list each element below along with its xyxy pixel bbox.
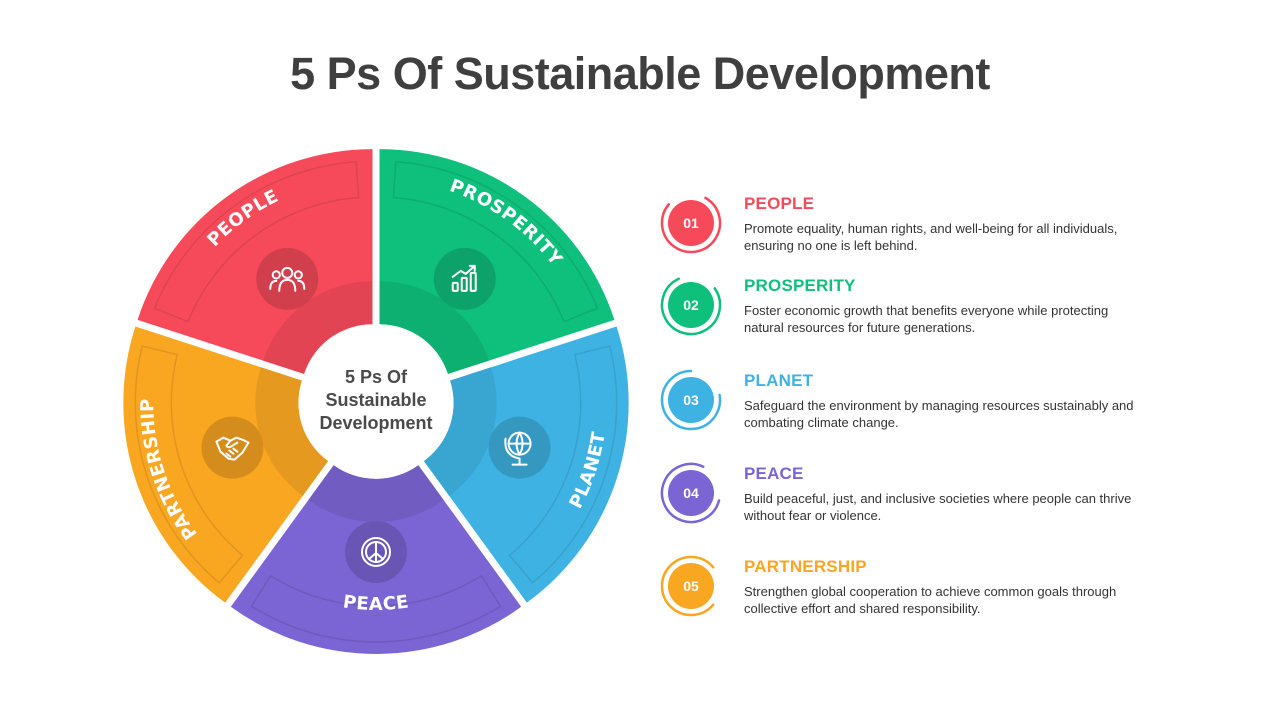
- globe-icon: [504, 431, 532, 466]
- number-badge: 03: [660, 369, 722, 431]
- legend-description: Strengthen global cooperation to achieve…: [744, 584, 1117, 616]
- badge-number: 01: [683, 215, 699, 231]
- segment-outer-band: [392, 160, 599, 323]
- badge-number: 04: [683, 485, 699, 501]
- center-label-line: Sustainable: [325, 390, 426, 410]
- segment-inner-band: [379, 281, 489, 374]
- page-title: 5 Ps Of Sustainable Development: [290, 48, 990, 99]
- segment-prosperity: PROSPERITY: [379, 149, 615, 374]
- legend-description: Promote equality, human rights, and well…: [744, 221, 1118, 253]
- legend-description: Build peaceful, just, and inclusive soci…: [744, 491, 1132, 523]
- legend-item-people: 01 PEOPLE Promote equality, human rights…: [660, 190, 1160, 260]
- center-label-line: Development: [319, 413, 432, 433]
- segment-outer-band: [250, 574, 502, 643]
- number-badge: 02: [660, 274, 722, 336]
- peace-sign-icon: [361, 536, 391, 567]
- segment-inner-band: [263, 281, 373, 374]
- legend-title: PEOPLE: [744, 194, 815, 213]
- center-circle: [300, 325, 452, 477]
- segment-label: PEACE: [342, 591, 411, 615]
- handshake-icon: [215, 436, 250, 461]
- number-badge: 01: [660, 192, 722, 254]
- badge-number: 02: [683, 297, 699, 313]
- legend-item-planet: 03 PLANET Safeguard the environment by m…: [660, 367, 1160, 437]
- segment-people: PEOPLE: [137, 149, 373, 374]
- badge-ring-icon: [660, 369, 722, 431]
- number-badge: 05: [660, 555, 722, 617]
- badge-number: 03: [683, 392, 699, 408]
- segment-outer-band: [153, 160, 360, 323]
- legend-item-peace: 04 PEACE Build peaceful, just, and inclu…: [660, 460, 1160, 530]
- badge-ring-icon: [660, 462, 721, 524]
- segment-inner-band: [423, 367, 497, 496]
- segment-peace: PEACE: [230, 465, 522, 654]
- growth-chart-icon: [451, 264, 477, 292]
- segment-outer-band: [134, 345, 244, 584]
- icon-circle: [201, 416, 264, 479]
- badge-ring-icon: [660, 196, 722, 254]
- people-icon: [269, 266, 306, 292]
- segment-inner-band: [255, 367, 329, 496]
- legend-description: Foster economic growth that benefits eve…: [744, 303, 1109, 335]
- badge-number: 05: [683, 578, 699, 594]
- legend-title: PLANET: [744, 371, 814, 390]
- number-badge: 04: [660, 462, 722, 524]
- segment-planet: PLANET: [423, 326, 629, 603]
- segment-outer-band: [508, 345, 618, 584]
- legend-item-partnership: 05 PARTNERSHIP Strengthen global coopera…: [660, 553, 1160, 623]
- legend-title: PARTNERSHIP: [744, 557, 867, 576]
- segment-inner-band: [308, 465, 444, 522]
- center-label-line: 5 Ps Of: [345, 367, 408, 387]
- legend-title: PEACE: [744, 464, 804, 483]
- legend-title: PROSPERITY: [744, 276, 856, 295]
- icon-circle: [433, 247, 496, 310]
- legend-item-prosperity: 02 PROSPERITY Foster economic growth tha…: [660, 272, 1160, 342]
- legend-description: Safeguard the environment by managing re…: [744, 398, 1134, 430]
- badge-ring-icon: [660, 277, 722, 336]
- badge-ring-icon: [660, 555, 715, 617]
- icon-circle: [488, 416, 551, 479]
